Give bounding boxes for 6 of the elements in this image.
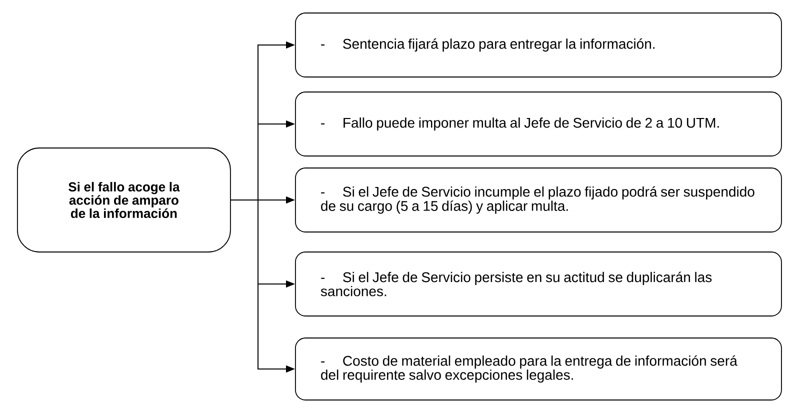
outcome-box: - Fallo puede imponer multa al Jefe de Servicio de 2 a 10 UTM. xyxy=(295,92,782,156)
outcome-box: - Sentencia fijará plazo para entregar la información. xyxy=(295,12,782,78)
outcome-box: - Si el Jefe de Servicio persiste en su actitud se duplicarán las sanciones. xyxy=(295,252,782,316)
outcome-box: - Si el Jefe de Servicio incumple el plazo fijado podrá ser suspendido de su cargo (5 a 15 días) y aplicar multa. xyxy=(295,168,782,232)
outcome-box: - Costo de material empleado para la entrega de información será del requirente salvo excepciones legales. xyxy=(295,338,782,400)
condition-box: Si el fallo acoge la acción de amparo de la información xyxy=(17,148,231,252)
